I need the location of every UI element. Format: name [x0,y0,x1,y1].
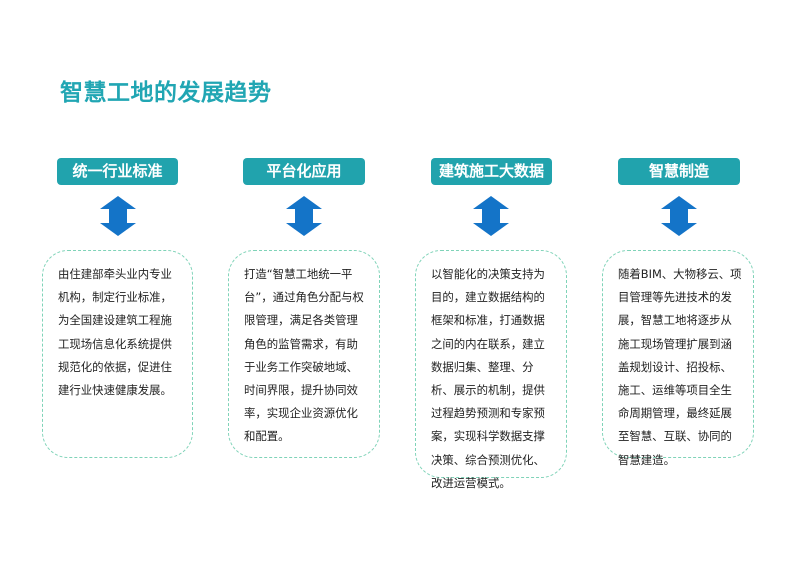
trend-description-text: 由住建部牵头业内专业机构，制定行业标准，为全国建设建筑工程施工现场信息化系统提供… [58,267,172,398]
trend-header-label: 平台化应用 [243,158,365,185]
page-title: 智慧工地的发展趋势 [60,80,272,106]
double-arrow-vertical-icon [661,196,697,236]
trend-header-label: 建筑施工大数据 [431,158,552,185]
trend-description-text: 以智能化的决策支持为目的，建立数据结构的框架和标准，打通数据之间的内在联系，建立… [431,267,545,490]
double-arrow-vertical-icon [100,196,136,236]
double-arrow-vertical-icon [286,196,322,236]
trend-description-card: 由住建部牵头业内专业机构，制定行业标准，为全国建设建筑工程施工现场信息化系统提供… [42,250,193,458]
trend-description-card: 以智能化的决策支持为目的，建立数据结构的框架和标准，打通数据之间的内在联系，建立… [415,250,567,490]
double-arrow-vertical-icon [473,196,509,236]
trend-description-text: 随着BIM、大物移云、项目管理等先进技术的发展，智慧工地将逐步从施工现场管理扩展… [618,267,742,467]
trend-description-card: 随着BIM、大物移云、项目管理等先进技术的发展，智慧工地将逐步从施工现场管理扩展… [602,250,754,467]
trend-header-label: 统一行业标准 [57,158,178,185]
trend-description-card: 打造“智慧工地统一平台”，通过角色分配与权限管理，满足各类管理角色的监管需求，有… [228,250,380,458]
trend-description-text: 打造“智慧工地统一平台”，通过角色分配与权限管理，满足各类管理角色的监管需求，有… [244,267,364,444]
trend-header-label: 智慧制造 [618,158,740,185]
